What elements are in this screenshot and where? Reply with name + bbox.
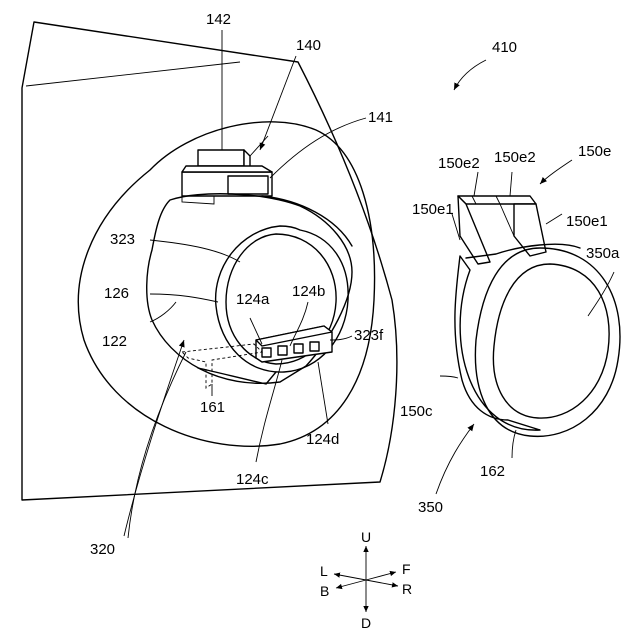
label-150c: 150c xyxy=(400,403,433,420)
label-142: 142 xyxy=(206,11,231,28)
reference-labels: 142 140 410 141 150e 150e2 150e2 150e1 1… xyxy=(90,11,620,558)
label-323: 323 xyxy=(110,231,135,248)
label-350a: 350a xyxy=(586,245,620,262)
label-150e1-right: 150e1 xyxy=(566,213,608,230)
leader-lines xyxy=(128,30,614,538)
label-124d: 124d xyxy=(306,431,339,448)
label-350: 350 xyxy=(418,499,443,516)
label-320: 320 xyxy=(90,541,115,558)
orientation-axes xyxy=(334,546,398,612)
axis-label-right: R xyxy=(402,581,412,597)
label-150e2-left: 150e2 xyxy=(438,155,480,172)
label-124c: 124c xyxy=(236,471,269,488)
axis-label-down: D xyxy=(361,615,371,631)
label-122: 122 xyxy=(102,333,127,350)
label-150e2-right: 150e2 xyxy=(494,149,536,166)
label-124a: 124a xyxy=(236,291,270,308)
label-162: 162 xyxy=(480,463,505,480)
part-350 xyxy=(455,196,620,436)
label-150e1-left: 150e1 xyxy=(412,201,454,218)
label-141: 141 xyxy=(368,109,393,126)
label-150e: 150e xyxy=(578,143,611,160)
label-124b: 124b xyxy=(292,283,325,300)
label-161: 161 xyxy=(200,399,225,416)
label-323f: 323f xyxy=(354,327,384,344)
axis-label-up: U xyxy=(361,529,371,545)
terminal-block-124 xyxy=(256,326,332,362)
label-140: 140 xyxy=(296,37,321,54)
axis-label-left: L xyxy=(320,563,328,579)
label-410: 410 xyxy=(492,39,517,56)
label-126: 126 xyxy=(104,285,129,302)
axis-label-back: B xyxy=(320,583,329,599)
axis-label-front: F xyxy=(402,561,411,577)
